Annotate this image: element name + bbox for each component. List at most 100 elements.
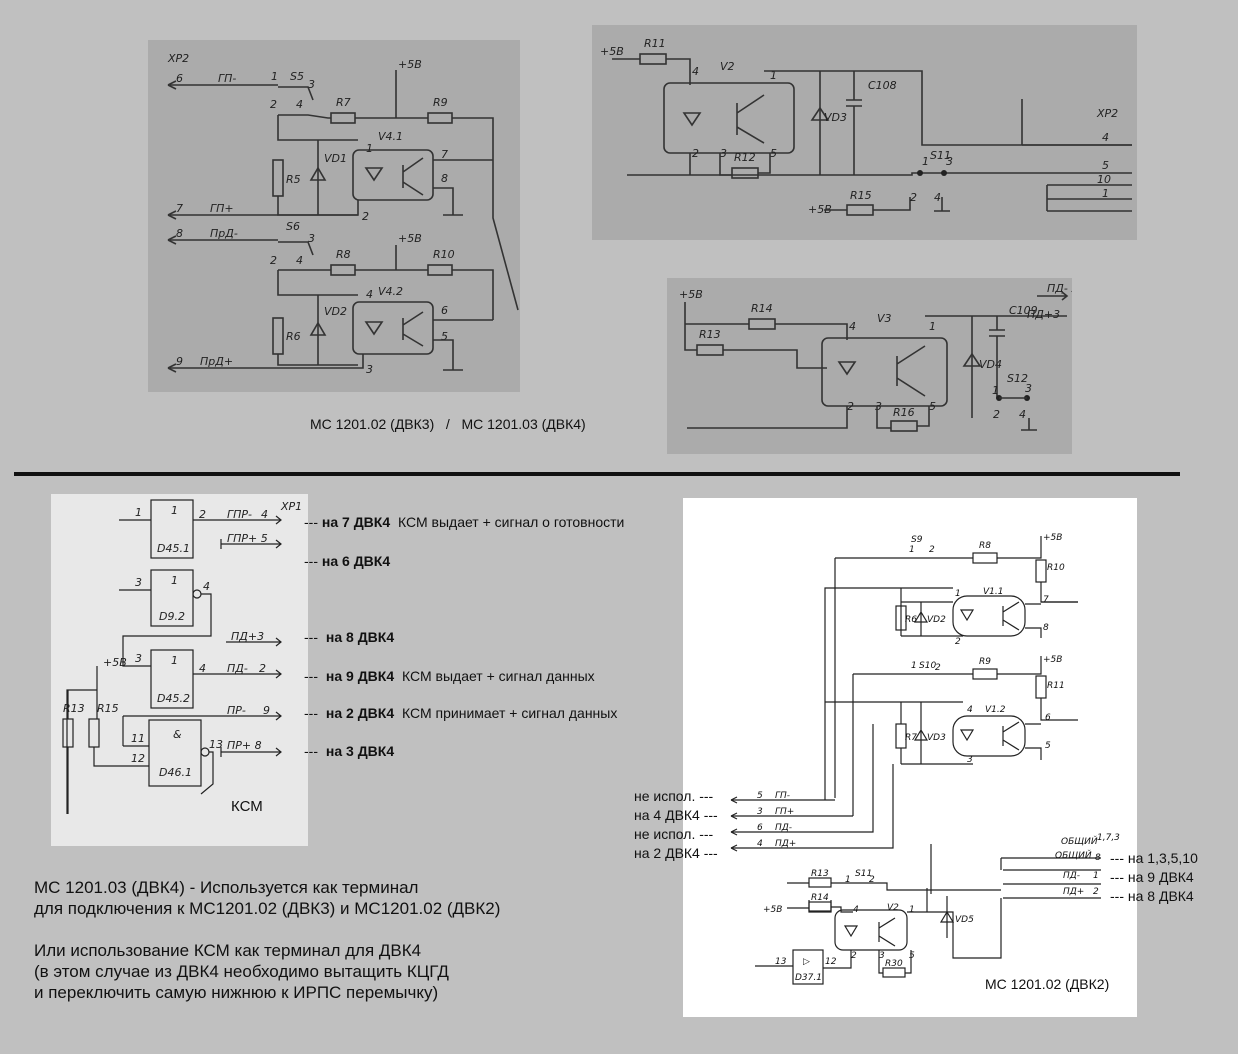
svg-text:7: 7	[441, 148, 448, 161]
svg-text:9: 9	[176, 355, 183, 368]
svg-text:R9: R9	[979, 657, 991, 667]
svg-text:4: 4	[199, 662, 206, 675]
svg-text:13: 13	[209, 738, 223, 751]
svg-text:R10: R10	[433, 248, 455, 261]
svg-text:VD2: VD2	[324, 305, 347, 318]
svg-text:ПД+3: ПД+3	[1027, 308, 1060, 321]
svg-text:ПрД-: ПрД-	[210, 227, 238, 240]
svg-text:1: 1	[171, 574, 178, 587]
dvk2-right-note-2: --- на 9 ДВК4	[1110, 869, 1194, 885]
svg-text:3: 3	[946, 155, 953, 168]
ksm-note-1-arrow: ---	[304, 514, 318, 530]
ksm-note-5-target: на 2 ДВК4	[325, 705, 395, 721]
svg-text:1,7,3: 1,7,3	[1097, 833, 1120, 843]
svg-text:12: 12	[825, 957, 837, 967]
svg-text:V4.2: V4.2	[378, 285, 403, 298]
svg-text:ПД-: ПД-	[227, 662, 248, 675]
svg-text:R6: R6	[905, 615, 917, 625]
svg-text:2: 2	[935, 663, 941, 673]
svg-text:8: 8	[1095, 853, 1101, 863]
svg-text:S12: S12	[1007, 372, 1028, 385]
svg-text:1: 1	[1093, 871, 1099, 881]
svg-text:XP2: XP2	[167, 52, 189, 65]
svg-text:R15: R15	[97, 702, 119, 715]
description-line-3	[34, 919, 594, 940]
svg-text:4: 4	[849, 320, 856, 333]
description-line-6: и переключить самую нижнюю к ИРПС перемы…	[34, 983, 439, 1002]
svg-text:ГПР+ 5: ГПР+ 5	[227, 532, 268, 545]
dvk2-right-note-1: --- на 1,3,5,10	[1110, 850, 1198, 866]
svg-text:5: 5	[929, 400, 936, 413]
svg-text:1: 1	[845, 875, 851, 885]
svg-text:2: 2	[847, 400, 854, 413]
svg-text:ГП+: ГП+	[210, 202, 234, 215]
svg-text:S11: S11	[930, 149, 951, 162]
svg-text:4: 4	[692, 65, 699, 78]
svg-text:R10: R10	[1047, 563, 1065, 573]
dvk2-left-note-2: на 4 ДВК4 ---	[634, 807, 718, 823]
svg-text:3: 3	[308, 78, 315, 91]
svg-text:R6: R6	[286, 330, 301, 343]
svg-text:4: 4	[296, 98, 303, 111]
svg-text:VD5: VD5	[955, 915, 974, 925]
svg-text:2: 2	[259, 662, 266, 675]
svg-text:+5В: +5В	[1043, 655, 1062, 665]
svg-text:2: 2	[270, 98, 277, 111]
svg-text:1: 1	[992, 384, 999, 397]
top-caption: МС 1201.02 (ДВК3) / МС 1201.03 (ДВК4)	[310, 416, 586, 432]
svg-text:1: 1	[171, 654, 178, 667]
svg-text:D9.2: D9.2	[159, 610, 185, 623]
svg-text:R11: R11	[644, 37, 666, 50]
ksm-note-4-arrow: ---	[304, 668, 318, 684]
dvk2-label: МС 1201.02 (ДВК2)	[985, 976, 1110, 992]
svg-text:1: 1	[135, 506, 142, 519]
svg-text:R12: R12	[734, 151, 756, 164]
schematic-v3-drawing: +5В R14 R13 V3 41 235 ПД- 2 ПД+3 VD4 C10…	[679, 282, 1078, 432]
svg-text:6: 6	[176, 72, 183, 85]
svg-text:3: 3	[1025, 382, 1032, 395]
svg-text:VD1: VD1	[324, 152, 347, 165]
svg-text:ПД+: ПД+	[1063, 887, 1084, 897]
svg-text:D37.1: D37.1	[795, 973, 822, 983]
svg-text:2: 2	[955, 637, 961, 647]
svg-text:4: 4	[853, 905, 859, 915]
svg-text:1: 1	[911, 661, 917, 671]
svg-text:D45.2: D45.2	[157, 692, 190, 705]
ksm-note-1-target: на 7 ДВК4	[321, 514, 391, 530]
svg-text:3: 3	[879, 951, 885, 961]
svg-text:VD3: VD3	[927, 733, 946, 743]
svg-text:5: 5	[1102, 159, 1109, 172]
svg-text:+5В: +5В	[808, 203, 832, 216]
dvk2-left-note-4: на 2 ДВК4 ---	[634, 845, 718, 861]
svg-text:ПД-: ПД-	[775, 823, 792, 833]
svg-text:10: 10	[1097, 173, 1111, 186]
svg-text:4: 4	[261, 508, 268, 521]
svg-text:VD2: VD2	[927, 615, 946, 625]
svg-text:R13: R13	[63, 702, 85, 715]
svg-text:R5: R5	[286, 173, 301, 186]
svg-text:D45.1: D45.1	[157, 542, 190, 555]
svg-text:1: 1	[366, 142, 373, 155]
svg-text:2: 2	[869, 875, 875, 885]
svg-text:5: 5	[757, 791, 763, 801]
svg-text:3: 3	[366, 363, 373, 376]
svg-text:D46.1: D46.1	[159, 766, 192, 779]
svg-text:8: 8	[1043, 623, 1049, 633]
schematic-v3: +5В R14 R13 V3 41 235 ПД- 2 ПД+3 VD4 C10…	[667, 278, 1078, 454]
svg-text:6: 6	[1045, 713, 1051, 723]
ksm-note-5-desc: КСМ принимает + сигнал данных	[402, 705, 618, 721]
svg-text:7: 7	[176, 202, 183, 215]
svg-text:2: 2	[910, 191, 917, 204]
svg-text:4: 4	[366, 288, 373, 301]
svg-text:+5В: +5В	[398, 232, 422, 245]
ksm-note-6-target: на 3 ДВК4	[325, 743, 395, 759]
svg-text:5: 5	[770, 147, 777, 160]
svg-text:S6: S6	[286, 220, 300, 233]
svg-text:V4.1: V4.1	[378, 130, 403, 143]
svg-text:2: 2	[929, 545, 935, 555]
svg-text:2: 2	[270, 254, 277, 267]
